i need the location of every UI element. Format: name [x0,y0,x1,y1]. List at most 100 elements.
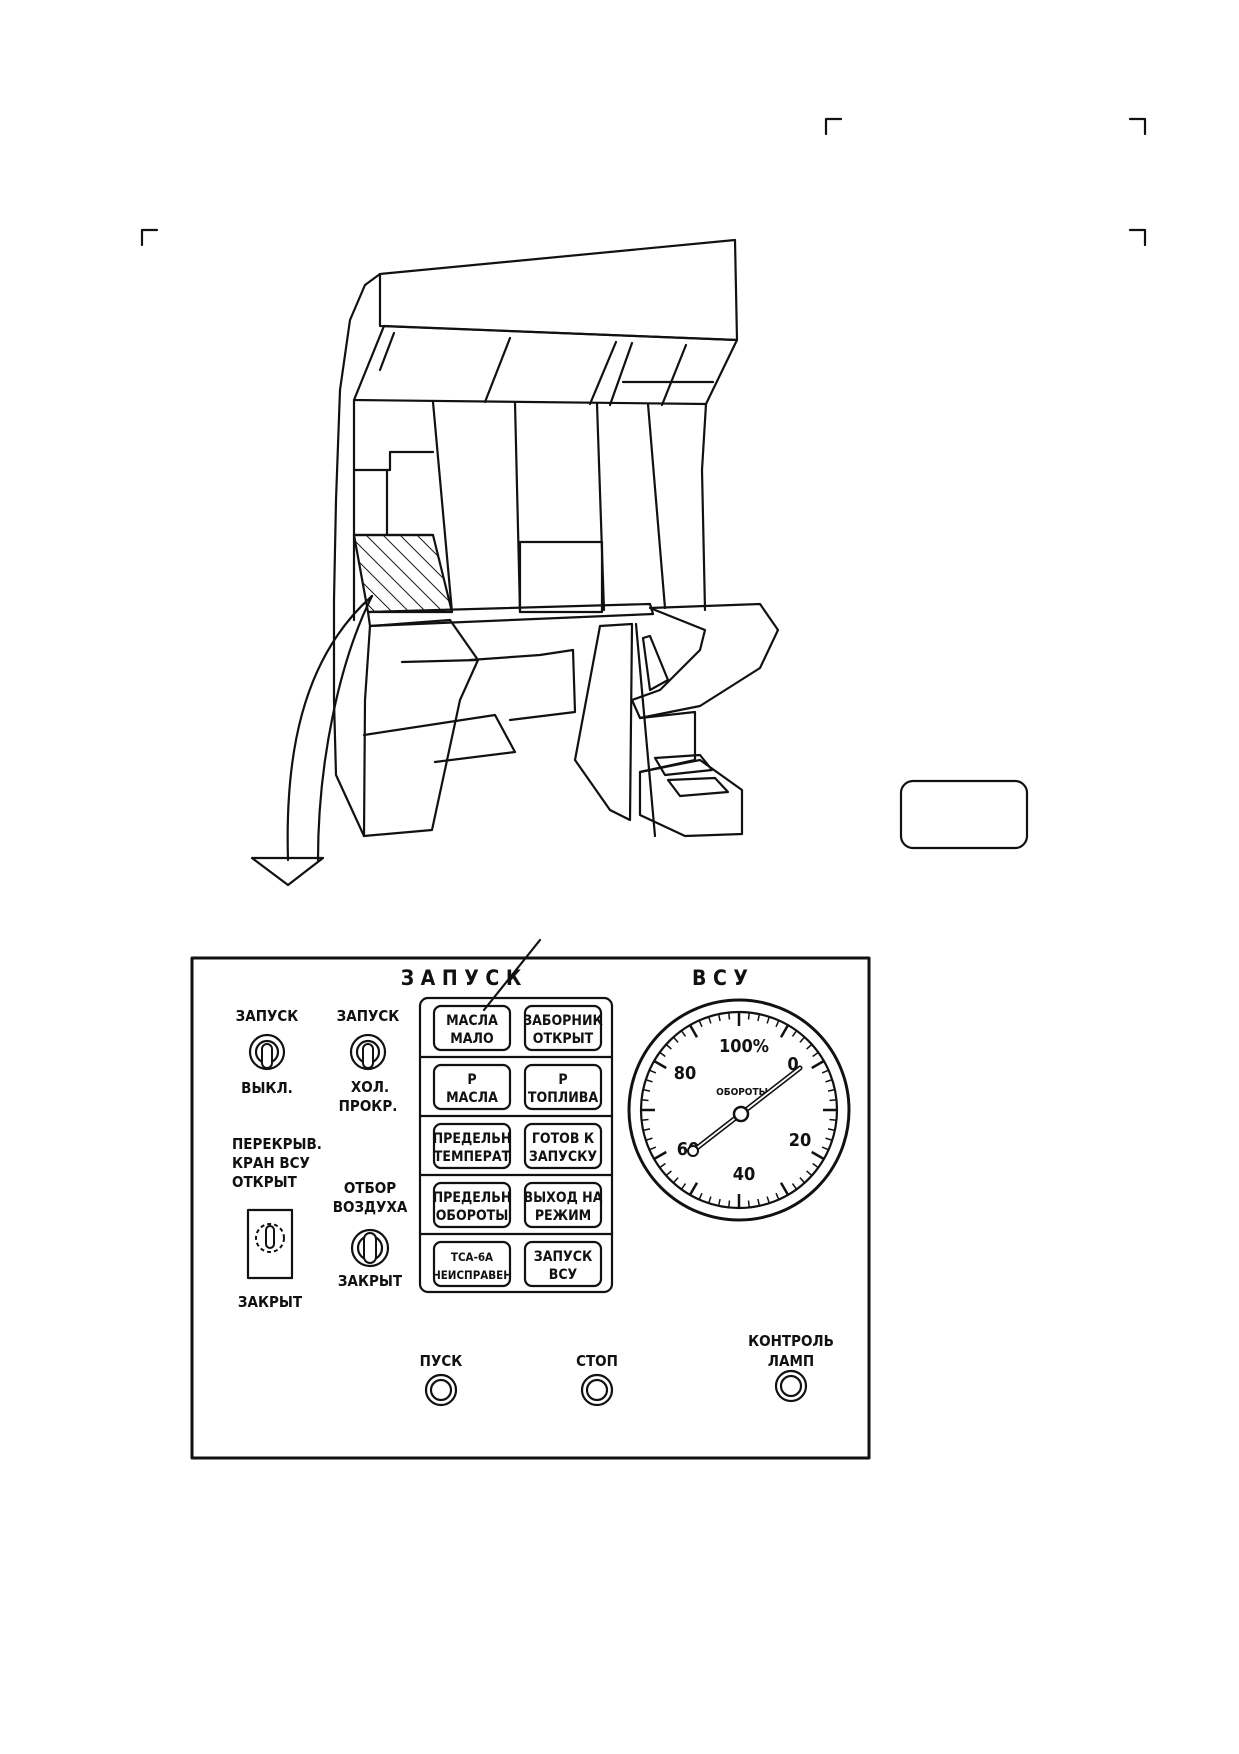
annunciator-text: НЕИСПРАВЕН [432,1268,512,1282]
annunciator-text: ПРЕДЕЛЬН [433,1131,512,1147]
gauge-tick [811,1059,825,1070]
gauge-tick [799,1036,806,1043]
valve-label-2: КРАН ВСУ [232,1154,310,1172]
stop-button[interactable] [580,1373,614,1407]
lamp-test-label-1: КОНТРОЛЬ [748,1332,834,1350]
gauge-ticks [641,1012,837,1208]
gauge-hub [732,1105,750,1123]
gauge-tick [641,1099,649,1102]
annunciator-text: ОТКРЫТ [533,1031,594,1047]
gauge-tick [747,1012,750,1020]
bleed-air-switch[interactable] [350,1228,390,1268]
valve-switch[interactable] [246,1208,294,1280]
gauge-tick [680,1183,687,1190]
gauge-tick [728,1200,731,1208]
annunciator-text: ТЕМПЕРАТ [434,1149,511,1165]
gauge-tick [806,1170,813,1177]
annunciator-text: ВЫХОД НА [524,1190,603,1206]
gauge-tick [775,1020,780,1028]
air-label-1: ОТБОР [344,1179,396,1197]
stop-button-label: СТОП [576,1352,618,1370]
start-switch[interactable] [248,1033,286,1071]
gauge-tick [791,1030,798,1037]
gauge-tick [645,1079,653,1083]
gauge-tick [698,1192,703,1200]
gauge-tick [779,1024,790,1038]
gauge-tick [665,1170,672,1177]
gauge-tick [821,1069,829,1074]
start-button-label: ПУСК [420,1352,463,1370]
gauge-tick [642,1128,651,1132]
gauge-tick [642,1088,651,1092]
gauge-tick [659,1051,666,1058]
gauge-tick [688,1024,699,1038]
annunciator-text: Р [558,1072,567,1088]
annunciator-text: МАСЛА [446,1013,498,1029]
annunciator-1-right: Р ТОПЛИВА [523,1063,603,1111]
lamp-test-button[interactable] [774,1369,808,1403]
gauge-tick [641,1118,649,1121]
gauge-tick [829,1118,837,1121]
gauge-tick [659,1162,666,1169]
gauge-label-100: 100% [719,1036,769,1057]
gauge-label-80: 80 [674,1063,697,1084]
annunciator-text: ВСУ [549,1267,578,1283]
gauge-tick [717,1013,721,1022]
gauge-tick [688,1182,699,1196]
gauge-tick [672,1036,679,1043]
callout-box [899,779,1029,850]
gauge-tick [680,1030,687,1037]
panel-title-start: З А П У С К [401,966,522,990]
gauge-tick [757,1198,761,1207]
gauge-tick [827,1128,836,1132]
annunciator-text: ОБОРОТЫ [436,1208,509,1224]
start-crank-switch[interactable] [349,1033,387,1071]
annunciator-text: ЗАБОРНИК [523,1013,603,1029]
gauge-tick [698,1020,703,1028]
gauge-tick [766,1016,770,1024]
gauge-tick [717,1198,721,1207]
gauge-tick [653,1150,667,1161]
cold-label: ХОЛ. [351,1078,389,1096]
annunciator-text: ТОПЛИВА [528,1090,598,1106]
rpm-gauge: 100% 80 0 60 20 40 ОБОРОТЫ [627,998,851,1222]
valve-label-3: ОТКРЫТ [232,1173,298,1191]
gauge-unit: ОБОРОТЫ [716,1087,768,1098]
crank-label: ПРОКР. [339,1097,398,1115]
annunciator-text: РЕЖИМ [535,1208,591,1224]
start-button[interactable] [424,1373,458,1407]
gauge-tick [825,1137,833,1141]
annunciator-3-right: ВЫХОД НА РЕЖИМ [524,1181,603,1229]
gauge-tick [653,1059,667,1070]
panel-frame [190,956,871,1460]
start-crank-label: ЗАПУСК [337,1007,400,1025]
annunciator-0-left: МАСЛА МАЛО [432,1004,512,1052]
gauge-tick [649,1146,657,1151]
gauge-tick [649,1069,657,1074]
annunciator-text: ТСА-6А [451,1250,493,1264]
gauge-tick [821,1146,829,1151]
annunciator-4-left: ТСА-6А НЕИСПРАВЕН [432,1240,512,1288]
valve-label-1: ПЕРЕКРЫВ. [232,1135,322,1153]
gauge-tick [708,1016,712,1024]
annunciator-text: ГОТОВ К [532,1131,595,1147]
apu-control-panel: З А П У С К В С У ЗАПУСК ВЫКЛ. ЗАПУСК ХО… [190,956,871,1460]
gauge-tick [812,1051,819,1058]
annunciator-text: МАСЛА [446,1090,498,1106]
panel-title-apu: В С У [692,966,748,990]
lamp-test-label-2: ЛАМП [768,1352,814,1370]
air-closed-label: ЗАКРЫТ [338,1272,403,1290]
gauge-tick [825,1079,833,1083]
gauge-tick [812,1162,819,1169]
gauge-tick [775,1192,780,1200]
annunciator-text: МАЛО [450,1031,494,1047]
air-label-2: ВОЗДУХА [333,1198,408,1216]
gauge-tick [757,1013,761,1022]
gauge-tick [806,1043,813,1050]
gauge-tick [829,1099,837,1102]
valve-closed-label: ЗАКРЫТ [238,1293,303,1311]
